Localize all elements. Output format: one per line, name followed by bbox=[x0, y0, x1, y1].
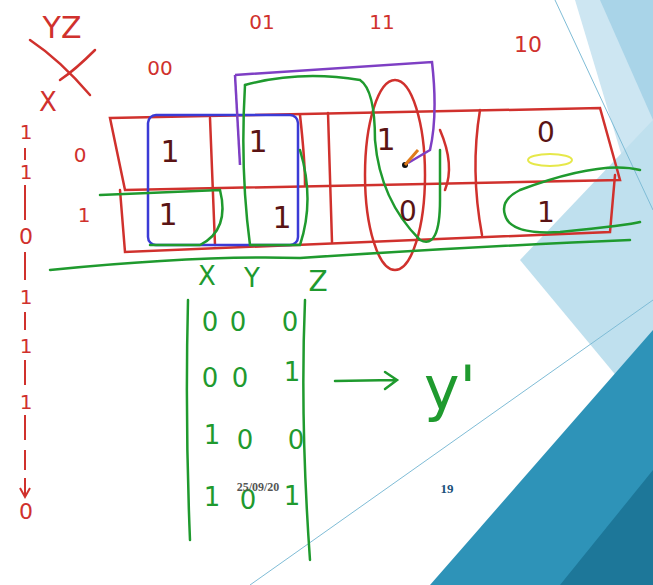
side-digit: 1 bbox=[20, 392, 33, 412]
side-digit: 0 bbox=[19, 501, 33, 523]
side-digit: 1 bbox=[20, 122, 33, 142]
table-cell: 0 bbox=[237, 427, 254, 453]
table-cell: 0 bbox=[232, 365, 249, 391]
column-heading: X bbox=[198, 263, 216, 289]
kmap-cell: 1 bbox=[248, 127, 267, 157]
kmap-cell: 1 bbox=[158, 200, 177, 230]
column-code: 01 bbox=[249, 12, 274, 32]
row-code: 0 bbox=[74, 145, 87, 165]
table-cell: 1 bbox=[204, 484, 221, 510]
table-cell: 0 bbox=[288, 427, 305, 453]
column-heading: Y bbox=[244, 265, 260, 291]
table-cell: 1 bbox=[284, 359, 301, 385]
column-code: 11 bbox=[369, 12, 394, 32]
table-cell: 1 bbox=[284, 483, 301, 509]
column-code: 10 bbox=[514, 34, 542, 56]
table-cell: 0 bbox=[202, 365, 219, 391]
kmap-cell: 0 bbox=[399, 198, 417, 226]
side-digit: 1 bbox=[20, 336, 33, 356]
table-cell: 0 bbox=[202, 309, 219, 335]
kmap-cell: 1 bbox=[160, 137, 179, 167]
row-code: 1 bbox=[78, 205, 91, 225]
kmap-cell: 1 bbox=[537, 199, 555, 227]
table-cell: 0 bbox=[230, 309, 247, 335]
var-heading: X bbox=[39, 89, 57, 115]
var-heading: YZ bbox=[43, 13, 82, 43]
side-digit: 1 bbox=[20, 287, 33, 307]
slide-number: 19 bbox=[441, 482, 454, 495]
column-code: 00 bbox=[147, 58, 172, 78]
result-expression: y' bbox=[424, 358, 476, 418]
kmap-cell: 1 bbox=[376, 125, 395, 155]
kmap-cell: 1 bbox=[272, 203, 291, 233]
side-digit: 0 bbox=[19, 226, 33, 248]
side-digit: 1 bbox=[20, 162, 33, 182]
slide-date: 25/09/20 bbox=[237, 481, 280, 493]
table-cell: 1 bbox=[204, 422, 221, 448]
kmap-cell: 0 bbox=[537, 119, 555, 147]
column-heading: Z bbox=[308, 268, 327, 296]
table-cell: 0 bbox=[282, 309, 299, 335]
